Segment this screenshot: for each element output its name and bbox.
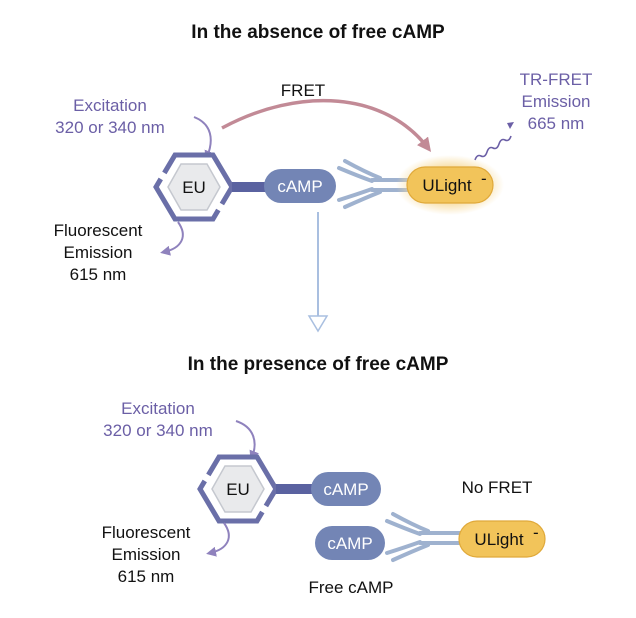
bottom-camp-pill xyxy=(311,472,381,506)
free-camp-caption: Free cAMP xyxy=(308,578,393,597)
top-excitation-label: Excitation xyxy=(73,96,147,115)
top-ulight-label: ULight xyxy=(422,176,471,195)
top-excitation-arrow xyxy=(193,116,214,161)
bottom-ulight-label: ULight xyxy=(474,530,523,549)
top-fluorescent-label: Fluorescent xyxy=(54,221,143,240)
top-trfret-label: TR-FRET xyxy=(520,70,593,89)
top-camp-pill xyxy=(264,169,336,203)
top-excitation-wavelength: 320 or 340 nm xyxy=(55,118,165,137)
bottom-excitation-wavelength: 320 or 340 nm xyxy=(103,421,213,440)
bottom-fluorescent-emission: Emission xyxy=(112,545,181,564)
top-camp-label: cAMP xyxy=(277,177,322,196)
top-trfret-emission: Emission xyxy=(522,92,591,111)
bottom-ulight-charge: - xyxy=(533,523,539,542)
top-emission-squiggle xyxy=(474,135,512,161)
top-eu-linker xyxy=(232,182,272,192)
bottom-excitation-label: Excitation xyxy=(121,399,195,418)
bottom-fluorescent-wavelength: 615 nm xyxy=(118,567,175,586)
top-eu-core xyxy=(167,163,221,211)
bottom-excitation-arrow xyxy=(235,420,259,461)
free-camp-pill xyxy=(315,526,385,560)
top-trfret-wavelength: 665 nm xyxy=(528,114,585,133)
bottom-eu-label: EU xyxy=(226,480,250,499)
bottom-fluorescent-arrow xyxy=(206,522,230,557)
top-fluorescent-emission: Emission xyxy=(64,243,133,262)
no-fret-label: No FRET xyxy=(462,478,533,497)
bottom-eu-linker xyxy=(276,484,318,494)
top-title: In the absence of free cAMP xyxy=(191,22,445,43)
free-camp-pill-label: cAMP xyxy=(327,534,372,553)
bottom-fluorescent-label: Fluorescent xyxy=(102,523,191,542)
top-fluorescent-arrow xyxy=(160,221,184,256)
top-fret-label: FRET xyxy=(281,81,325,100)
bottom-camp-label: cAMP xyxy=(323,480,368,499)
transition-arrow-head xyxy=(307,315,329,333)
top-emission-arrowhead xyxy=(507,122,514,129)
top-fluorescent-wavelength: 615 nm xyxy=(70,265,127,284)
top-ulight-charge: - xyxy=(481,169,487,188)
top-fret-arrow xyxy=(221,98,432,152)
bottom-eu-core xyxy=(211,465,265,513)
bottom-antibody xyxy=(385,512,464,562)
top-eu-label: EU xyxy=(182,178,206,197)
bottom-ulight-pill xyxy=(458,520,546,558)
top-ulight-pill xyxy=(406,166,494,204)
bottom-title: In the presence of free cAMP xyxy=(188,354,449,375)
